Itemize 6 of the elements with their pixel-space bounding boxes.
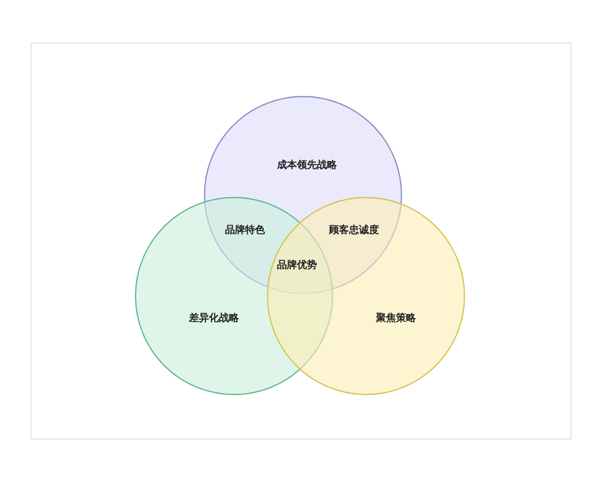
- circle-label: 成本领先战略: [277, 158, 337, 172]
- circle-label: 差异化战略: [189, 312, 239, 325]
- circle-label: 聚焦策略: [376, 312, 416, 325]
- overlap-label: 品牌特色: [225, 224, 265, 237]
- overlap-label: 品牌优势: [277, 258, 317, 272]
- overlap-label: 顾客忠诚度: [329, 223, 379, 237]
